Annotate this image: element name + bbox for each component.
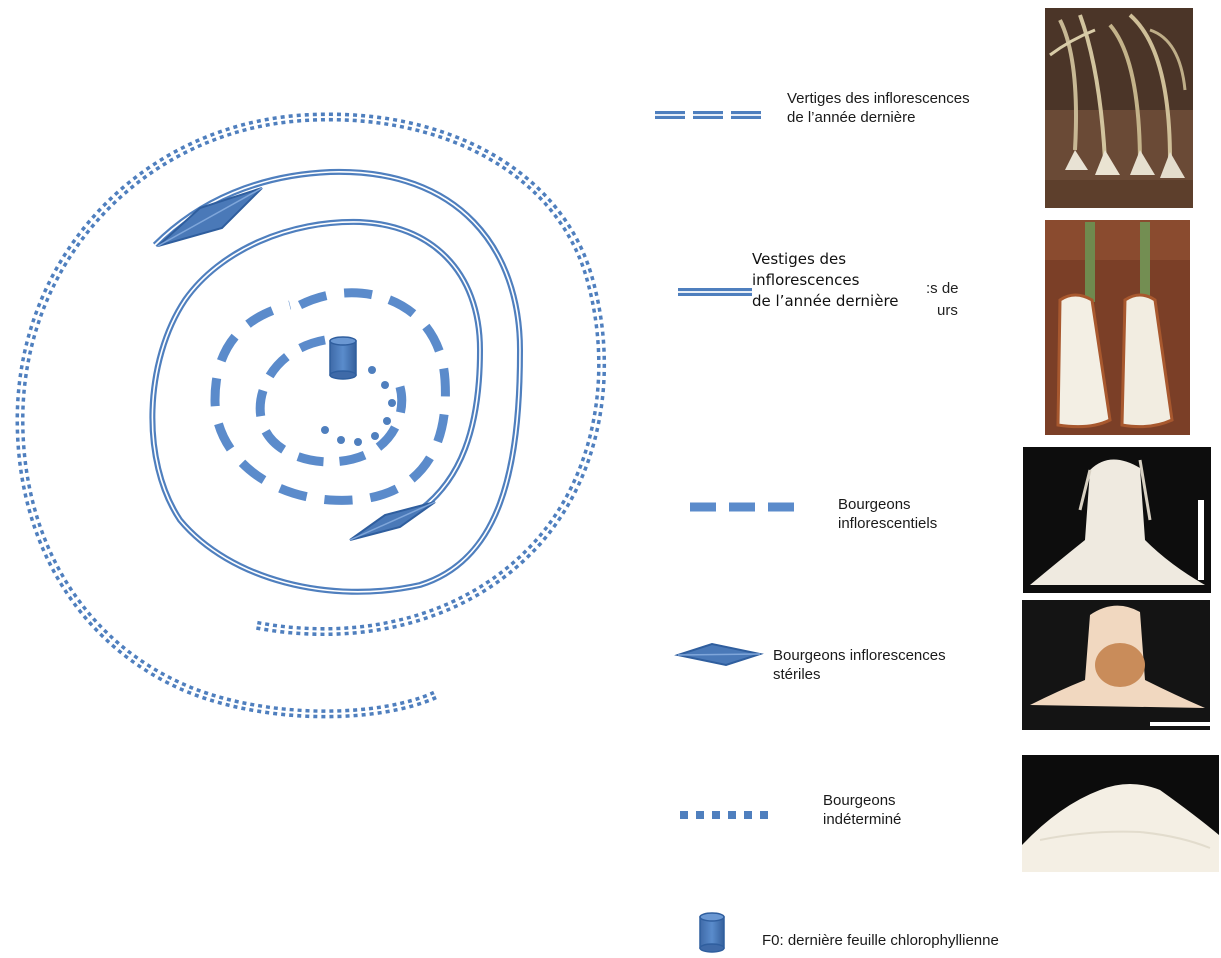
legend-line: Bourgeons [823, 792, 896, 809]
legend-line: Vestiges des [752, 250, 847, 268]
dried-inflorescence-remains-photo [1045, 8, 1193, 208]
legend-line: de l’année dernière [787, 109, 916, 126]
center-cylinder-f0 [329, 336, 357, 380]
legend-line: inflorescences [752, 271, 860, 289]
sterile-bud-diamond-bottom [349, 501, 436, 541]
legend-label-double-solid: Vestiges des inflorescences de l’année d… [752, 249, 924, 329]
center-dots [321, 366, 396, 446]
legend-line: stériles [773, 666, 821, 683]
legend-line: Bourgeons inflorescences [773, 647, 946, 664]
legend-line: inflorescentiels [838, 515, 938, 532]
legend-label-dotted: Bourgeons indéterminé [823, 791, 901, 829]
legend-label-diamond: Bourgeons inflorescences stériles [773, 646, 946, 684]
legend-line: Vertiges des inflorescences [787, 90, 970, 107]
inflorescence-bud-photo [1023, 447, 1211, 593]
legend-line: F0: dernière feuille chlorophyllienne [762, 932, 999, 949]
legend-symbol-diamond [674, 642, 764, 667]
legend-symbol-cylinder [699, 912, 725, 953]
sterile-bud-photo [1022, 600, 1210, 730]
dashed-spiral-inflorescence-buds [210, 288, 450, 505]
legend-line: indéterminé [823, 811, 902, 828]
legend-label-dashed: Bourgeons inflorescentiels [838, 495, 937, 533]
double-solid-spiral [149, 168, 524, 595]
legend-line: Bourgeons [838, 496, 911, 513]
legend-label-cylinder: F0: dernière feuille chlorophyllienne [762, 931, 999, 950]
hidden-legend-fragment-2: urs [937, 302, 958, 319]
legend-label-double-dash: Vertiges des inflorescences de l’année d… [787, 89, 970, 127]
split-stems-photo [1045, 220, 1190, 435]
hidden-legend-fragment-1: :s de [926, 280, 959, 297]
undetermined-bud-photo [1022, 755, 1219, 872]
legend-line: de l’année dernière [752, 292, 899, 310]
sterile-bud-diamond-top [157, 187, 263, 247]
outer-spiral-undetermined-buds [15, 112, 607, 719]
